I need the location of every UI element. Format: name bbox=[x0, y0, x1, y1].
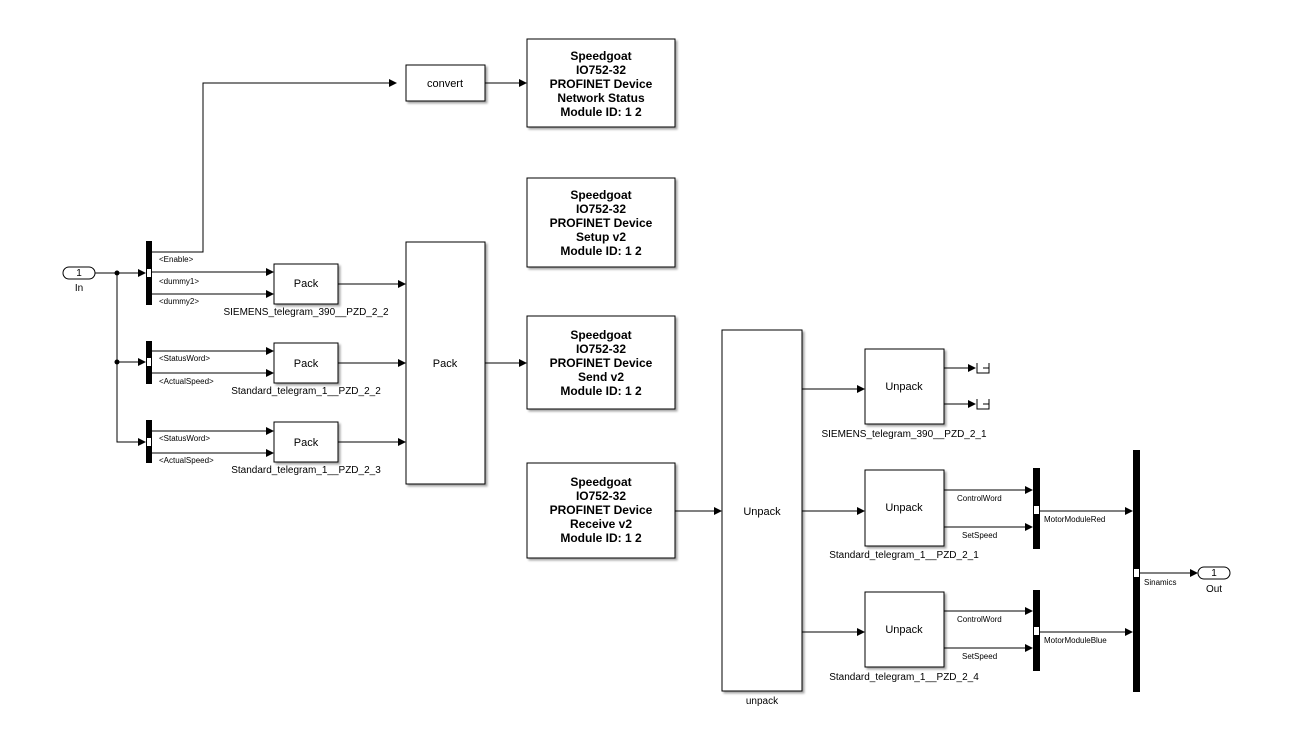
block-caption: Standard_telegram_1__PZD_2_2 bbox=[231, 386, 381, 397]
bus-signal-actualspeed: <ActualSpeed> bbox=[159, 456, 214, 465]
sg-line: Module ID: 1 2 bbox=[560, 531, 642, 545]
signal-label: ControlWord bbox=[957, 494, 1002, 503]
wires-terminators bbox=[944, 364, 976, 408]
bus-signal-dummy2: <dummy2> bbox=[159, 297, 199, 306]
pack-block-standard-2-3[interactable]: Pack bbox=[273, 421, 339, 463]
wires-selector-2 bbox=[152, 347, 274, 377]
sg-line: IO752-32 bbox=[576, 202, 626, 216]
wires-unpack-3 bbox=[944, 607, 1033, 652]
block-caption: unpack bbox=[746, 696, 779, 707]
outport-label: Out bbox=[1206, 584, 1222, 595]
block-caption: Standard_telegram_1__PZD_2_1 bbox=[829, 550, 979, 561]
speedgoat-send-block[interactable]: Speedgoat IO752-32 PROFINET Device Send … bbox=[526, 315, 676, 410]
signal-label: Sinamics bbox=[1144, 578, 1176, 587]
unpack-block-standard-2-1[interactable]: Unpack bbox=[864, 469, 945, 547]
unpack-block-siemens-390[interactable]: Unpack bbox=[864, 348, 945, 425]
bus-signal-enable: <Enable> bbox=[159, 255, 194, 264]
speedgoat-receive-block[interactable]: Speedgoat IO752-32 PROFINET Device Recei… bbox=[526, 462, 676, 559]
unpack-block-standard-2-4[interactable]: Unpack bbox=[864, 591, 945, 668]
block-label: Pack bbox=[294, 437, 319, 449]
sg-line: Speedgoat bbox=[570, 328, 631, 342]
block-label: Unpack bbox=[885, 624, 923, 636]
bus-signal-statusword: <StatusWord> bbox=[159, 354, 210, 363]
sg-line: IO752-32 bbox=[576, 342, 626, 356]
bus-creator-sinamics[interactable] bbox=[1133, 450, 1140, 692]
sg-line: Speedgoat bbox=[570, 49, 631, 63]
bus-signal-actualspeed: <ActualSpeed> bbox=[159, 377, 214, 386]
wires-from-unpack bbox=[802, 385, 865, 636]
convert-block[interactable]: convert bbox=[405, 64, 486, 102]
sg-line: PROFINET Device bbox=[550, 503, 653, 517]
sg-line: Send v2 bbox=[578, 370, 624, 384]
speedgoat-setup-block[interactable]: Speedgoat IO752-32 PROFINET Device Setup… bbox=[526, 177, 676, 268]
sg-line: Module ID: 1 2 bbox=[560, 105, 642, 119]
block-caption: Standard_telegram_1__PZD_2_4 bbox=[829, 672, 979, 683]
sg-line: PROFINET Device bbox=[550, 216, 653, 230]
sg-line: Module ID: 1 2 bbox=[560, 384, 642, 398]
wires-input bbox=[95, 269, 146, 446]
pack-block-standard-2-2[interactable]: Pack bbox=[273, 342, 339, 384]
wires-to-big-pack bbox=[338, 280, 406, 446]
inport-in[interactable]: 1 bbox=[62, 266, 96, 280]
block-label: Pack bbox=[433, 358, 458, 370]
bus-signal-dummy1: <dummy1> bbox=[159, 277, 199, 286]
block-label: Unpack bbox=[885, 502, 923, 514]
outport-number: 1 bbox=[1211, 568, 1217, 579]
terminator-icon bbox=[976, 363, 990, 374]
bus-selector-1[interactable] bbox=[146, 241, 152, 305]
sg-line: Receive v2 bbox=[570, 517, 632, 531]
signal-label: SetSpeed bbox=[962, 652, 997, 661]
outport-out[interactable]: 1 bbox=[1197, 566, 1231, 580]
block-label: Unpack bbox=[743, 506, 781, 518]
sg-line: Network Status bbox=[557, 91, 645, 105]
sg-line: Speedgoat bbox=[570, 188, 631, 202]
sg-line: PROFINET Device bbox=[550, 356, 653, 370]
block-caption: SIEMENS_telegram_390__PZD_2_1 bbox=[821, 429, 987, 440]
unpack-block-main[interactable]: Unpack bbox=[721, 329, 803, 692]
block-caption: Standard_telegram_1__PZD_2_3 bbox=[231, 465, 381, 476]
wires-selector-1 bbox=[152, 79, 397, 298]
inport-label: In bbox=[75, 283, 83, 294]
block-label: Pack bbox=[294, 278, 319, 290]
speedgoat-network-status-block[interactable]: Speedgoat IO752-32 PROFINET Device Netwo… bbox=[526, 38, 676, 128]
inport-number: 1 bbox=[76, 268, 82, 279]
sg-line: IO752-32 bbox=[576, 63, 626, 77]
sg-line: PROFINET Device bbox=[550, 77, 653, 91]
block-label: Unpack bbox=[885, 381, 923, 393]
signal-label: MotorModuleRed bbox=[1044, 515, 1105, 524]
signal-label: MotorModuleBlue bbox=[1044, 636, 1107, 645]
wires-unpack-2 bbox=[944, 486, 1033, 531]
sg-line: Module ID: 1 2 bbox=[560, 244, 642, 258]
pack-block-main[interactable]: Pack bbox=[405, 241, 486, 485]
signal-label: SetSpeed bbox=[962, 531, 997, 540]
signal-label: ControlWord bbox=[957, 615, 1002, 624]
bus-creator-motor-blue[interactable] bbox=[1033, 590, 1040, 671]
block-label: Pack bbox=[294, 358, 319, 370]
wires-selector-3 bbox=[152, 427, 274, 457]
sg-line: Setup v2 bbox=[576, 230, 626, 244]
sg-line: IO752-32 bbox=[576, 489, 626, 503]
bus-signal-statusword: <StatusWord> bbox=[159, 434, 210, 443]
sg-line: Speedgoat bbox=[570, 475, 631, 489]
block-label: convert bbox=[427, 78, 463, 90]
terminator-icon bbox=[976, 399, 990, 410]
pack-block-siemens-390[interactable]: Pack bbox=[273, 263, 339, 305]
bus-selector-3[interactable] bbox=[146, 420, 152, 463]
bus-creator-motor-red[interactable] bbox=[1033, 468, 1040, 549]
block-caption: SIEMENS_telegram_390__PZD_2_2 bbox=[223, 307, 389, 318]
bus-selector-2[interactable] bbox=[146, 341, 152, 384]
